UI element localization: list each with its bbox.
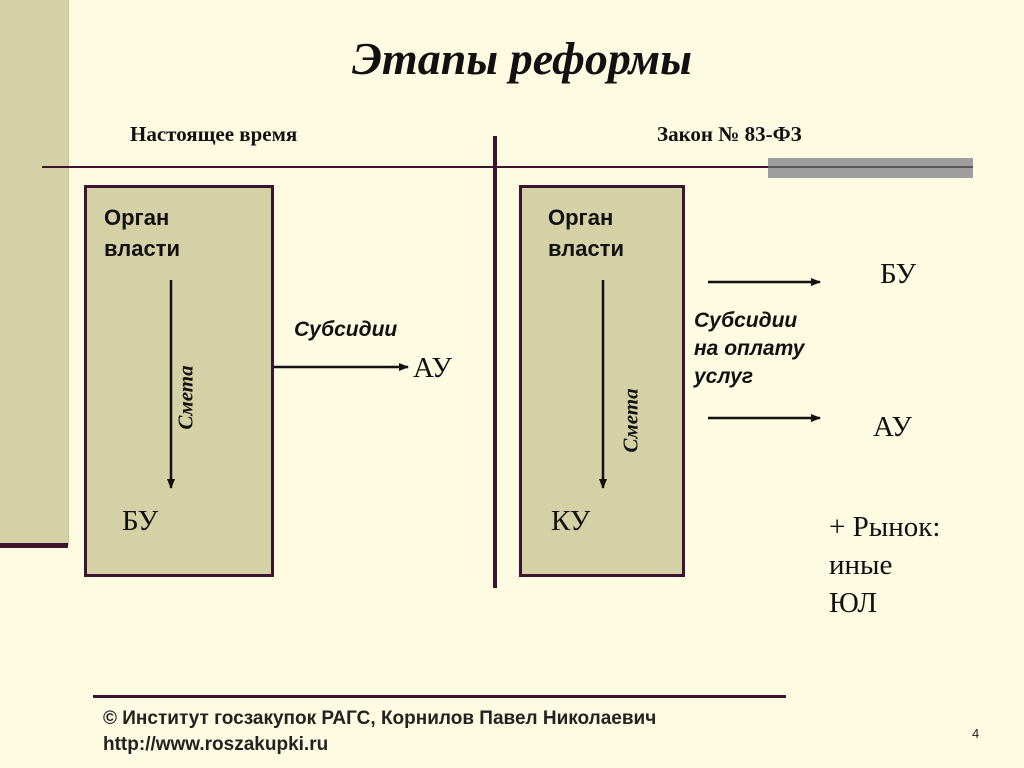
market-line3: ЮЛ [829,587,878,619]
authority-label-left-line2: власти [104,236,180,261]
bu-label-right: БУ [880,258,917,290]
heading-law: Закон № 83-ФЗ [657,122,802,146]
horizontal-divider [42,166,770,168]
authority-label-left-line1: Орган [104,205,170,230]
footer-copyright: © Институт госзакупок РАГС, Корнилов Пав… [103,708,657,729]
subsidy-right-line1: Субсидии [694,309,798,332]
side-decor-strip [0,0,69,545]
authority-label-right: Орган власти [548,202,624,264]
subsidy-right-line2: на оплату [694,337,805,360]
side-decor-line [0,543,68,548]
subsidy-right-line3: услуг [694,365,754,388]
footer-divider [93,695,786,698]
authority-label-right-line1: Орган [548,205,614,230]
au-label-left: АУ [413,352,452,384]
market-line2: иные [829,549,893,581]
horizontal-accent-bar [768,158,973,178]
authority-label-right-line2: власти [548,236,624,261]
footer-url[interactable]: http://www.roszakupki.ru [103,734,329,755]
subsidy-label-left: Субсидии [294,318,398,341]
heading-present: Настоящее время [130,122,298,146]
ku-label: КУ [551,505,591,537]
horizontal-accent-line [768,166,973,168]
au-label-right: АУ [873,411,912,443]
vertical-divider [493,136,497,588]
bu-label-left: БУ [122,505,159,537]
market-line1: + Рынок: [829,511,941,543]
authority-label-left: Орган власти [104,202,180,264]
authority-box-left [84,185,274,577]
slide-title: Этапы реформы [351,33,693,84]
subsidy-label-right: Субсидии на оплату услуг [694,307,804,391]
page-number: 4 [972,726,980,741]
footer-credits: © Институт госзакупок РАГС, Корнилов Пав… [103,706,656,758]
market-label: + Рынок: иные ЮЛ [829,508,940,622]
